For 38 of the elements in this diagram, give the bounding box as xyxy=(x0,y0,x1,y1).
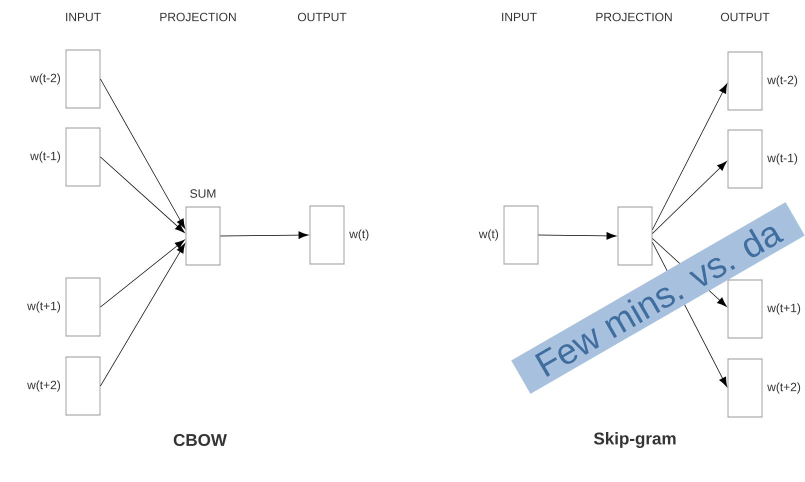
arrow xyxy=(100,240,185,308)
node-label: w(t+1) xyxy=(767,303,800,315)
box xyxy=(186,206,220,266)
node-label: w(t) xyxy=(349,229,368,241)
node-label: w(t-1) xyxy=(30,151,60,163)
node-label: w(t-1) xyxy=(767,153,798,165)
node-label: w(t+2) xyxy=(767,382,800,394)
box xyxy=(66,128,100,186)
column-header: PROJECTION xyxy=(596,12,672,22)
arrow xyxy=(100,243,186,386)
node-label: SUM xyxy=(190,189,216,198)
box xyxy=(66,278,100,336)
box xyxy=(66,356,100,416)
box xyxy=(728,358,762,418)
node-label: w(t-2) xyxy=(30,73,60,85)
arrow xyxy=(538,232,616,240)
node-label: w(t) xyxy=(478,229,498,241)
column-header: INPUT xyxy=(66,12,101,22)
box xyxy=(310,206,344,264)
arrow xyxy=(652,84,728,230)
box xyxy=(728,52,762,110)
node-label: w(t+2) xyxy=(27,380,60,392)
box xyxy=(618,206,652,266)
column-header: OUTPUT xyxy=(298,12,346,22)
node-label: w(t-2) xyxy=(767,75,798,87)
caption: Skip-gram xyxy=(594,432,676,448)
arrow xyxy=(100,78,186,229)
box xyxy=(504,206,538,264)
caption: CBOW xyxy=(174,434,227,446)
arrow xyxy=(220,231,308,239)
arrow xyxy=(100,156,185,233)
box xyxy=(728,130,762,188)
arrow xyxy=(652,161,727,234)
column-header: OUTPUT xyxy=(720,12,770,22)
column-header: INPUT xyxy=(502,12,537,22)
node-label: w(t+1) xyxy=(27,301,60,313)
column-header: PROJECTION xyxy=(160,12,236,22)
box xyxy=(66,50,100,108)
